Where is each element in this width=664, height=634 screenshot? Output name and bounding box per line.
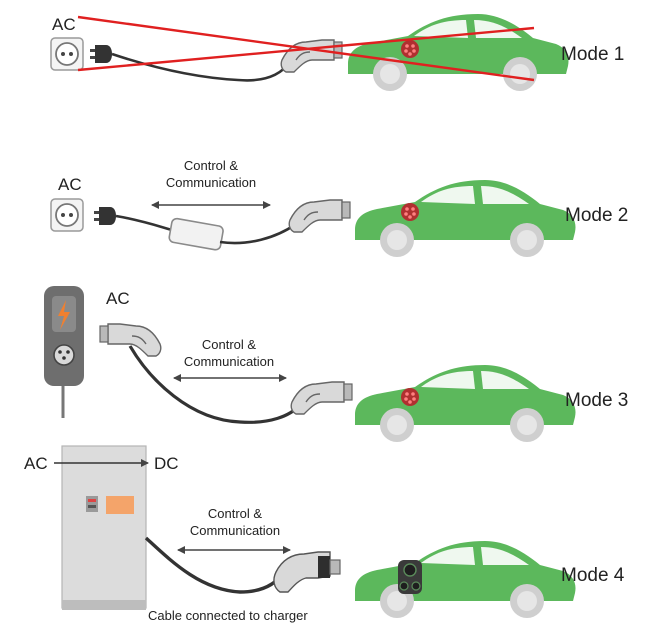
- connector-gun-icon: [290, 381, 353, 415]
- mode-1-label: Mode 1: [561, 44, 625, 65]
- car-icon: [355, 365, 576, 442]
- mode-2-group: [50, 180, 576, 257]
- link-label-line2: Communication: [189, 523, 281, 538]
- ac-input-label: AC: [52, 15, 76, 34]
- plug-icon: [90, 45, 112, 63]
- socket-icon: [50, 37, 84, 71]
- ac-input-label: AC: [24, 454, 48, 473]
- dc-connector-gun-icon: [273, 551, 341, 593]
- cable: [144, 536, 286, 594]
- socket-icon: [50, 198, 84, 232]
- mode-3-group: [44, 286, 576, 442]
- link-label-line2: Communication: [165, 175, 257, 190]
- link-label-line1: Control &: [183, 158, 239, 173]
- charge-port-icon: [401, 203, 419, 221]
- link-label-line1: Control &: [207, 506, 263, 521]
- ac-input-label: AC: [58, 175, 82, 194]
- link-label-line1: Control &: [201, 337, 257, 352]
- ac-input-label: AC: [106, 289, 130, 308]
- mode-2-label: Mode 2: [565, 205, 629, 226]
- car-icon: [355, 180, 576, 257]
- cable: [115, 214, 173, 232]
- cross-line: [77, 26, 535, 72]
- connector-gun-icon: [99, 323, 162, 357]
- connector-gun-icon: [288, 199, 351, 233]
- wallbox-icon: [44, 286, 84, 418]
- car-icon: [348, 14, 569, 91]
- dc-charger-icon: [61, 445, 147, 610]
- charge-port-icon: [401, 388, 419, 406]
- dc-output-label: DC: [154, 454, 179, 473]
- control-communication-label: Control & Communication: [152, 157, 270, 191]
- mode-4-group: [54, 445, 576, 618]
- mode-1-group: [50, 14, 569, 91]
- cable: [219, 222, 297, 245]
- cable: [128, 345, 302, 424]
- ccs-charge-port-icon: [398, 560, 422, 594]
- plug-icon: [94, 207, 116, 225]
- control-communication-label: Control & Communication: [176, 505, 294, 539]
- cable-note-label: Cable connected to charger: [148, 608, 308, 623]
- mode-3-label: Mode 3: [565, 390, 629, 411]
- mode-4-label: Mode 4: [561, 565, 625, 586]
- charge-port-icon: [401, 40, 419, 58]
- car-icon: [355, 541, 576, 618]
- link-label-line2: Communication: [183, 354, 275, 369]
- control-communication-label: Control & Communication: [170, 336, 288, 370]
- connector-gun-icon: [280, 39, 343, 73]
- ic-cpd-box-icon: [168, 217, 224, 251]
